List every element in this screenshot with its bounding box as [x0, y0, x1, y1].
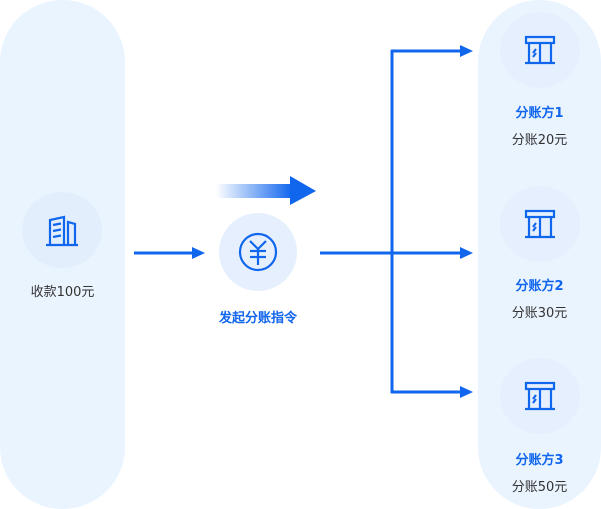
arrow-source-to-instruction	[134, 247, 205, 259]
yen-icon	[238, 232, 278, 272]
storefront-icon	[524, 35, 556, 65]
arrow-to-recipient-2	[392, 247, 473, 259]
storefront-icon	[524, 209, 556, 239]
arrow-to-recipient-3	[391, 386, 473, 398]
direction-arrow	[216, 176, 316, 205]
building-icon	[46, 215, 78, 247]
recipient-node-1	[500, 12, 580, 88]
source-node	[22, 192, 102, 268]
recipient-name-1: 分账方1	[515, 106, 564, 121]
recipient-name-3: 分账方3	[515, 453, 564, 468]
recipient-node-3	[500, 358, 580, 434]
recipient-amount-1: 分账20元	[511, 133, 568, 148]
recipient-name-2: 分账方2	[515, 279, 564, 294]
instruction-node	[219, 213, 297, 291]
recipient-amount-2: 分账30元	[511, 306, 568, 321]
instruction-label: 发起分账指令	[218, 311, 297, 326]
recipient-amount-3: 分账50元	[511, 480, 568, 495]
storefront-icon	[524, 381, 556, 411]
source-amount-label: 收款100元	[30, 285, 95, 300]
arrow-to-recipient-1	[391, 45, 473, 57]
recipient-node-2	[500, 186, 580, 262]
